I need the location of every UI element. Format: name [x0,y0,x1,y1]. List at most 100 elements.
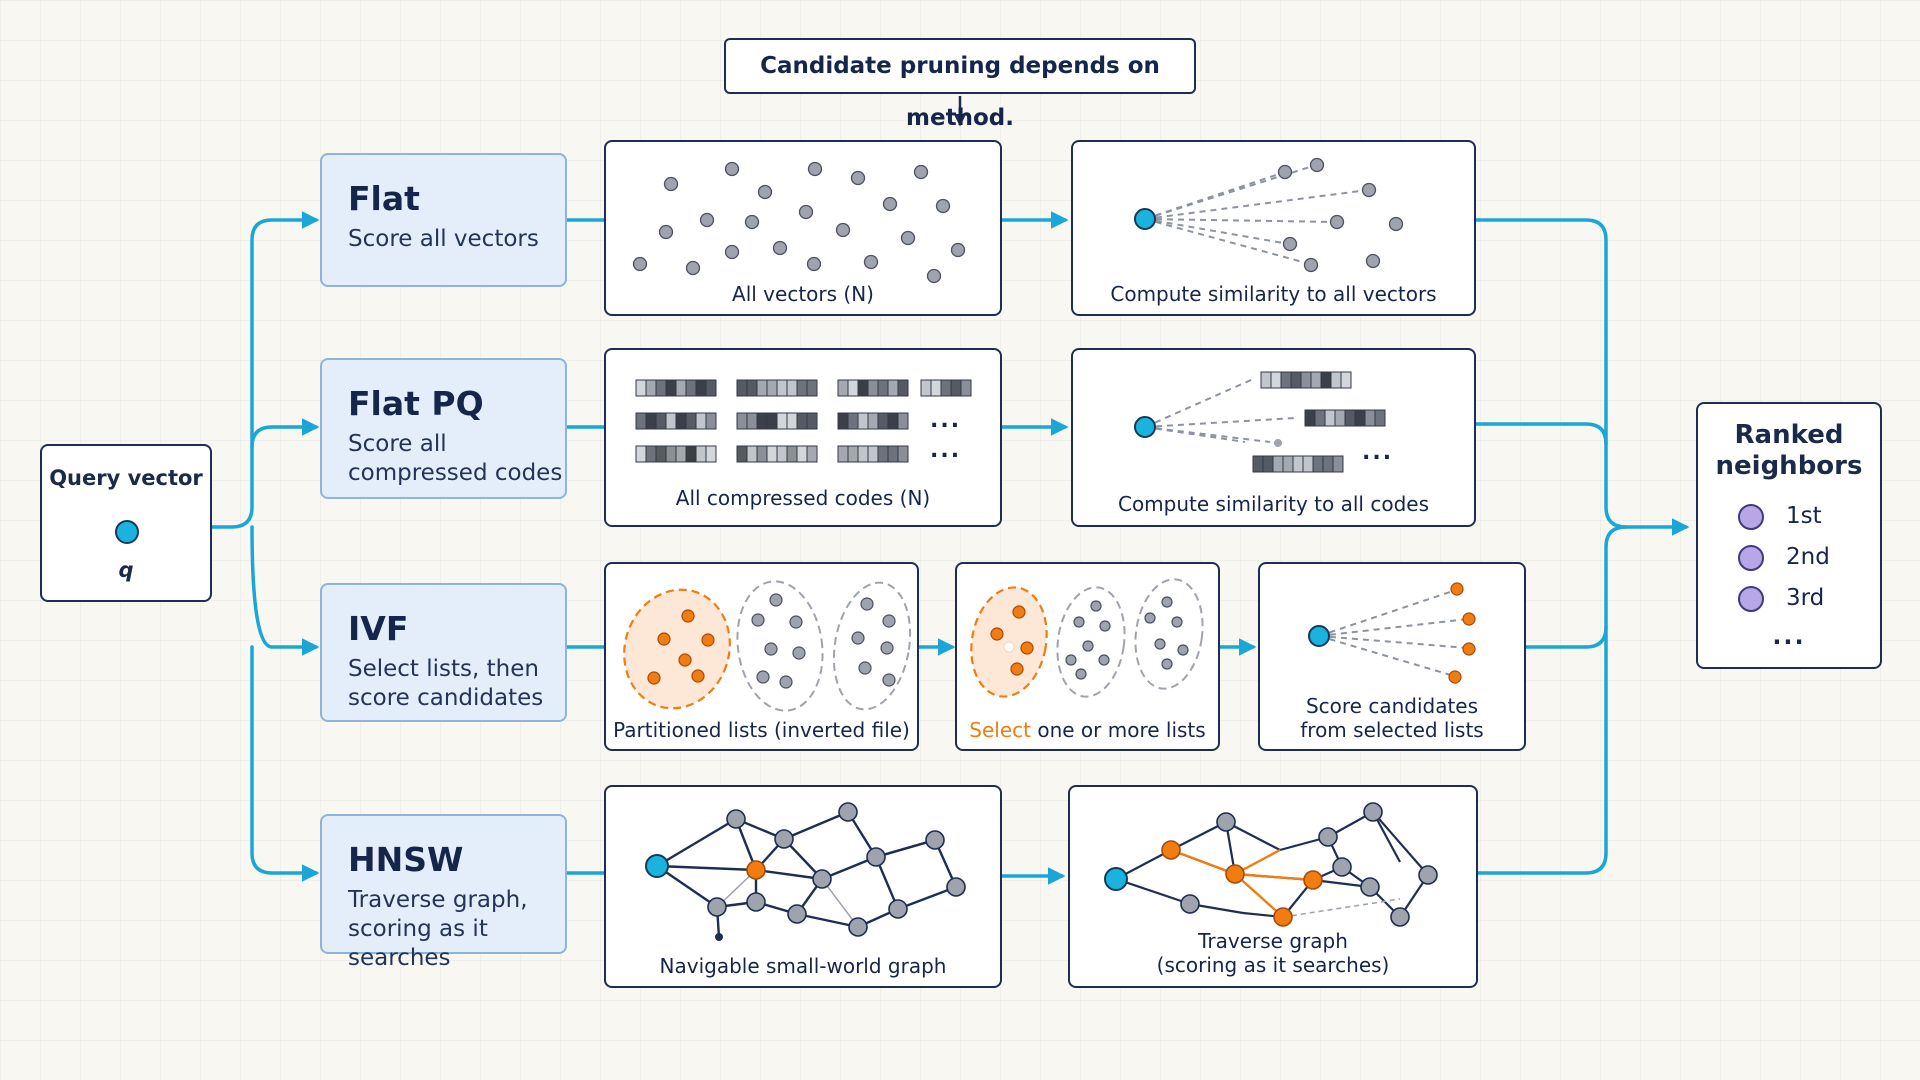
code-cell [695,445,707,463]
caption-select-lists: Select one or more lists [957,718,1218,742]
code-cell [675,379,687,397]
code-cell [635,379,647,397]
code-cell [867,445,879,463]
code-cell [847,412,859,430]
code-cell [705,379,717,397]
code-similarity-fan [1134,371,1386,473]
code-cell [645,412,657,430]
inverted-file-partitions [623,580,912,712]
code-cell [887,379,899,397]
method-flat-pq-desc: Score all compressed codes [348,431,563,486]
code-cell [756,445,768,463]
method-hnsw-title: HNSW [348,840,464,879]
code-cell [847,445,859,463]
vector-scatter [632,161,966,284]
code-cell [897,445,909,463]
select-highlight-text: Select [969,718,1031,742]
code-cell [1292,455,1304,473]
code-cell [930,379,942,397]
code-cell [675,445,687,463]
panel-pq-similarity: Compute similarity to all codes [1071,348,1476,527]
code-cell [695,412,707,430]
code-cell [806,379,818,397]
code-cell [796,445,808,463]
code-cell [736,445,748,463]
similarity-fan [1134,157,1404,273]
code-cell [1290,371,1302,389]
select-rest-text: one or more lists [1030,718,1206,742]
code-cell [635,445,647,463]
caption-all-vectors: All vectors (N) [732,282,874,306]
code-cell [746,379,758,397]
code-cell [837,412,849,430]
caption-partitioned-lists: Partitioned lists (inverted file) [613,718,910,742]
code-cell [746,412,758,430]
code-cell [665,445,677,463]
code-cell [675,412,687,430]
code-cell [756,412,768,430]
code-cell [877,412,889,430]
code-cell [847,379,859,397]
code-cell [1252,455,1264,473]
caption-compute-similarity-codes: Compute similarity to all codes [1117,492,1429,516]
code-cell [776,412,788,430]
code-cell [705,412,717,430]
code-cell [950,379,962,397]
code-cell [857,412,869,430]
code-cell [635,412,647,430]
panel-ivf-select: Select one or more lists [955,562,1220,751]
code-cell [645,445,657,463]
pq-codes-ellipsis-2: ... [930,438,962,463]
code-cell [1344,409,1356,427]
code-cell [665,379,677,397]
ranked-neighbors-title: Ranked neighbors [1715,420,1863,481]
panel-flat-vectors: All vectors (N) [604,140,1002,316]
method-hnsw: HNSW Traverse graph, scoring as it searc… [320,814,567,971]
query-vector-title: Query vector [49,466,203,490]
code-cell [837,445,849,463]
code-cell [806,445,818,463]
method-flat-pq-title: Flat PQ [348,384,484,423]
method-hnsw-desc: Traverse graph, scoring as it searches [348,887,528,971]
code-cell [857,379,869,397]
code-cell [1354,409,1366,427]
code-cell [1364,409,1376,427]
code-cell [796,412,808,430]
pq-similarity-ellipsis: ... [1362,440,1394,465]
code-cell [1314,409,1326,427]
panel-ivf-score: Score candidates from selected lists [1258,562,1526,751]
code-cell [1374,409,1386,427]
code-cell [655,379,667,397]
code-cell [867,379,879,397]
code-cell [1332,455,1344,473]
code-cell [756,379,768,397]
method-ivf-desc: Select lists, then score candidates [348,656,544,711]
code-cell [806,412,818,430]
code-cell [776,445,788,463]
neighbor-point-icon [1738,545,1764,571]
code-cell [746,445,758,463]
code-cell [940,379,952,397]
panel-ivf-partitioned: Partitioned lists (inverted file) [604,562,919,751]
code-cell [887,412,899,430]
code-cell [786,379,798,397]
neighbor-point-icon [1738,504,1764,530]
caption-compute-similarity-vectors: Compute similarity to all vectors [1110,282,1437,306]
code-cell [887,445,899,463]
code-cell [1304,409,1316,427]
code-cell [1320,371,1332,389]
code-cell [655,445,667,463]
code-cell [837,379,849,397]
panel-hnsw-traverse: Traverse graph (scoring as it searches) [1068,785,1478,988]
pq-codes-ellipsis-1: ... [930,408,962,433]
code-cell [736,412,748,430]
code-cell [1310,371,1322,389]
code-cell [1270,371,1282,389]
code-cell [766,445,778,463]
code-cell [665,412,677,430]
method-flat: Flat Score all vectors [320,153,567,287]
code-cell [1340,371,1352,389]
code-cell [1272,455,1284,473]
code-cell [1262,455,1274,473]
graph-traversal [1104,802,1438,927]
